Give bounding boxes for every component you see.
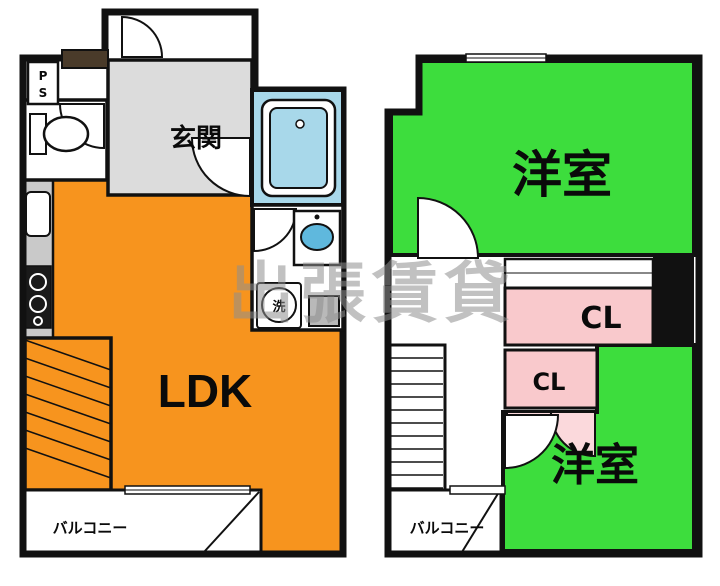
stairs-second-floor [386,343,447,494]
stairs-first-floor [23,336,113,492]
entrance-door-arc [121,15,164,58]
vanity-faucet [314,214,320,220]
closet-top-label: CL [580,301,621,336]
balcony-first-floor-label: バルコニー [53,519,128,537]
toilet-bowl [42,115,90,153]
bathtub-inner [269,107,328,189]
room-top-door-arc [417,196,480,259]
genkan-label: 玄関 [170,123,222,154]
balcony-first-floor [23,488,263,556]
washer-label: 洗 [272,299,285,315]
ps-box [26,60,60,106]
bathtub-drain [295,119,305,129]
genkan-door-arc [190,137,251,198]
balcony-second-floor-label: バルコニー [410,519,485,537]
washing-machine-drum [261,287,297,323]
western-room-top-label: 洋室 [512,146,612,204]
ps-label-p: P [39,69,48,83]
ps-label-s: S [39,86,48,100]
outer-wall-second-floor [384,54,703,558]
balcony-open-edge [203,491,260,553]
room-bottom-door-arc [504,414,560,470]
closet-top [503,286,655,347]
stove-burners [29,273,47,326]
balcony-second-open-edge [461,491,500,553]
closet-lower-label: CL [533,368,566,396]
first-floor: 洗 P S 玄関 LDK バルコニー [19,8,347,558]
window-corridor-balcony [449,485,506,495]
western-room-bottom-label: 洋室 [551,440,639,491]
ldk-label: LDK [158,365,253,417]
shoe-cabinet [61,49,109,69]
stairs-hatch [24,339,112,479]
stairs-treads [390,357,443,489]
second-floor: CL CL [384,53,703,558]
watermark-text: 出張賃貸 [228,255,516,332]
kitchen-sink [25,191,51,237]
water-heater-box [308,295,340,327]
closet-lower [503,348,599,410]
vanity-basin [300,223,334,251]
wall-block [653,257,694,345]
